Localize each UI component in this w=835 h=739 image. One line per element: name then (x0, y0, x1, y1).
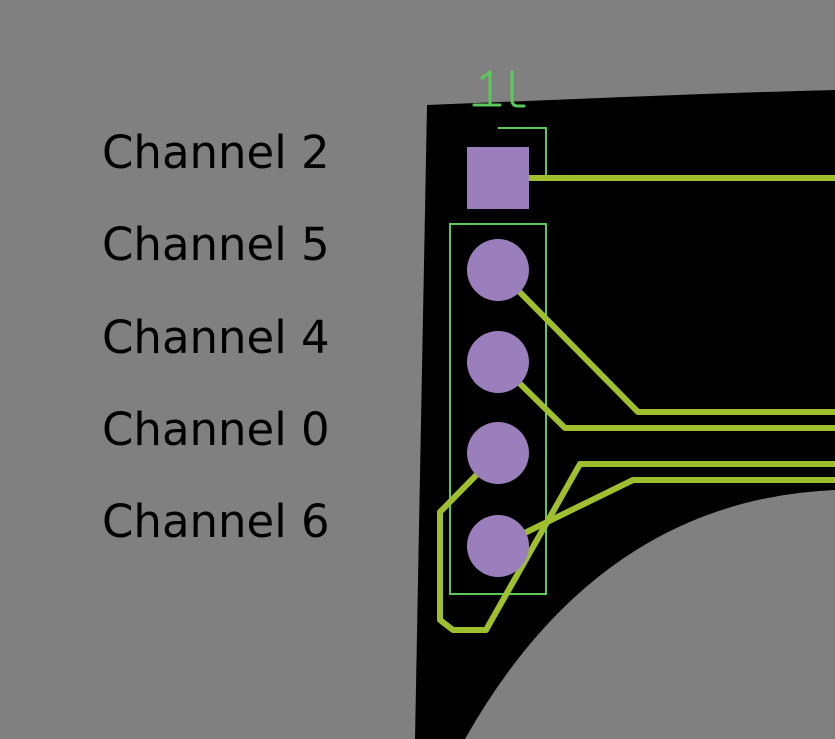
trace-channel-4 (495, 359, 835, 431)
pads (467, 147, 529, 577)
trace-channel-0 (437, 450, 835, 633)
connector-designator-glyph (472, 70, 526, 108)
pad-5 (467, 515, 529, 577)
pad-3 (467, 331, 529, 393)
trace-channel-5 (495, 267, 835, 415)
traces (437, 175, 835, 633)
pad-4 (467, 422, 529, 484)
pad-2 (467, 239, 529, 301)
pad-1-square (467, 147, 529, 209)
trace-channel-6 (495, 477, 835, 549)
